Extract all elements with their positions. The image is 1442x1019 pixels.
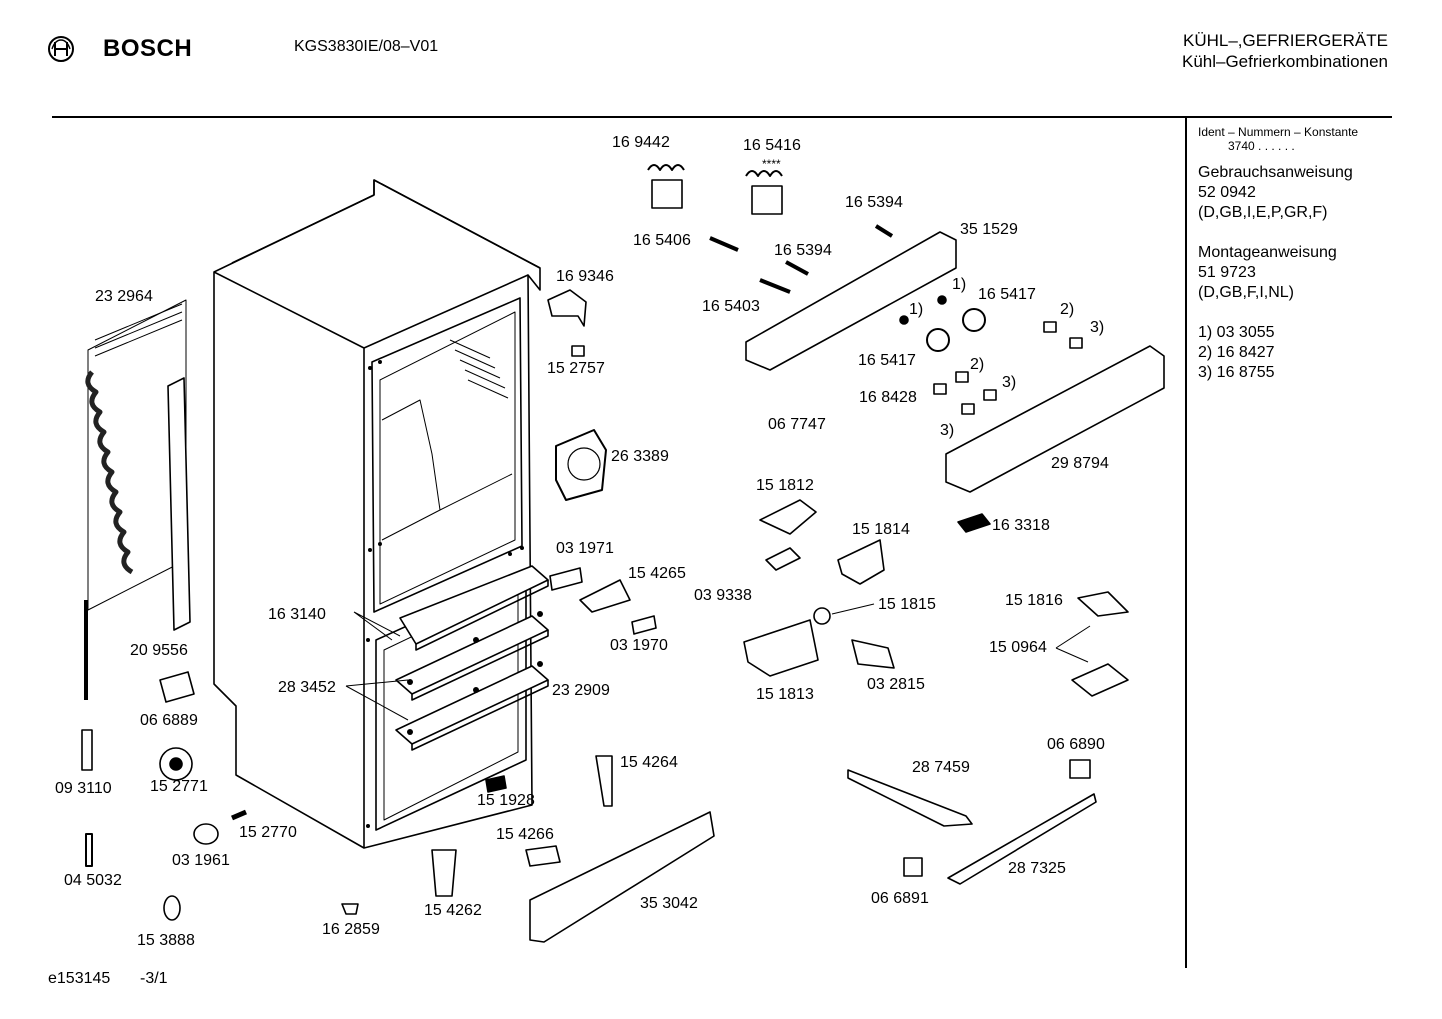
part-label: 16 5417 [858,352,916,369]
small-parts [81,289,1129,921]
side-rail [167,377,191,631]
part-label: 06 6891 [871,890,929,907]
part-label: 09 3110 [55,780,112,797]
install-number: 51 9723 [1198,264,1256,281]
part-label: 15 3888 [137,932,195,949]
sidebar-info: Ident – Nummern – Konstante 3740 . . . .… [1198,125,1388,383]
part-label: 15 2757 [547,360,605,377]
part-label: 1) [909,301,924,318]
bosch-armature-icon [48,36,74,62]
drawer-parts [743,499,991,677]
note-2: 2) 16 8427 [1198,344,1275,361]
brand-logo: BOSCH [103,35,193,62]
part-label: 16 8428 [859,389,917,406]
fan-cover [555,429,607,501]
part-label: 03 1971 [556,540,614,557]
install-languages: (D,GB,F,I,NL) [1198,284,1295,301]
part-label: 16 9346 [556,268,614,285]
glass-shelves [395,565,549,751]
manual-title: Gebrauchsanweisung [1198,164,1353,181]
part-label: 15 4262 [424,902,482,919]
part-label: 15 1928 [477,792,535,809]
part-label: 06 6889 [140,712,198,729]
part-label: 04 5032 [64,872,122,889]
install-title: Montageanweisung [1198,244,1337,261]
part-label: 2) [1060,301,1075,318]
part-label: 03 9338 [694,587,752,604]
part-label: 2) [970,356,985,373]
category-line-2: Kühl–Gefrierkombinationen [1181,52,1388,71]
manual-number: 52 0942 [1198,184,1256,201]
part-label: 26 3389 [611,448,669,465]
part-label: 15 4266 [496,826,554,843]
part-label: 16 5394 [845,194,903,211]
part-label: 29 8794 [1051,455,1109,472]
part-label: 03 1961 [172,852,230,869]
category-line-1: KÜHL–,GEFRIERGERÄTE [1183,31,1388,50]
header: BOSCH KGS3830IE/08–V01 KÜHL–,GEFRIERGERÄ… [0,0,1442,118]
condenser-coil [84,299,187,700]
part-label: 15 1812 [756,477,814,494]
part-label: 1) [952,276,967,293]
thermostat-controls [647,164,894,294]
part-label: 15 4265 [628,565,686,582]
control-knobs [899,295,1083,415]
part-label: 15 0964 [989,639,1047,656]
part-label: 28 7325 [1008,860,1066,877]
part-label: 15 1814 [852,521,910,538]
note-3: 3) 16 8755 [1198,364,1275,381]
part-label: 15 2771 [150,778,208,795]
part-label: 20 9556 [130,642,188,659]
part-label: 03 2815 [867,676,925,693]
part-label: 3) [940,422,955,439]
leader-lines [345,603,1091,721]
part-label: 15 1813 [756,686,814,703]
part-label: 16 5416 [743,137,801,154]
part-label: **** [762,157,781,171]
page-number: -3/1 [140,970,168,987]
part-label: 16 3140 [268,606,326,623]
control-fascia [945,345,1165,493]
drawing-code: e153145 [48,970,111,987]
part-label: 3) [1090,319,1105,336]
part-label: 35 3042 [640,895,698,912]
manual-languages: (D,GB,I,E,P,GR,F) [1198,204,1328,221]
part-label: 16 5394 [774,242,832,259]
part-label: 16 5417 [978,286,1036,303]
cabinet-body [213,179,541,849]
part-label: 3) [1002,374,1017,391]
part-label: 16 5406 [633,232,691,249]
part-label: 15 4264 [620,754,678,771]
part-label: 06 7747 [768,416,826,433]
note-1: 1) 03 3055 [1198,324,1275,341]
part-label: 15 1816 [1005,592,1063,609]
control-housing [745,231,957,371]
part-label: 03 1970 [610,637,668,654]
part-label: 16 5403 [702,298,760,315]
part-label: 28 7459 [912,759,970,776]
part-label: 16 2859 [322,921,380,938]
part-label: 28 3452 [278,679,336,696]
part-label: 15 2770 [239,824,297,841]
part-label: 06 6890 [1047,736,1105,753]
part-label: 15 1815 [878,596,936,613]
category-title: KÜHL–,GEFRIERGERÄTE Kühl–Gefrierkombinat… [1182,30,1388,72]
model-number: KGS3830IE/08–V01 [294,38,439,55]
part-label: 23 2909 [552,682,610,699]
part-label: 35 1529 [960,221,1018,238]
ident-label: Ident – Nummern – Konstante [1198,125,1359,139]
part-label: 16 9442 [612,134,670,151]
bottom-trim [529,759,1097,943]
part-label: 16 3318 [992,517,1050,534]
part-label: 23 2964 [95,288,153,305]
ident-value: 3740 . . . . . . [1228,139,1295,153]
